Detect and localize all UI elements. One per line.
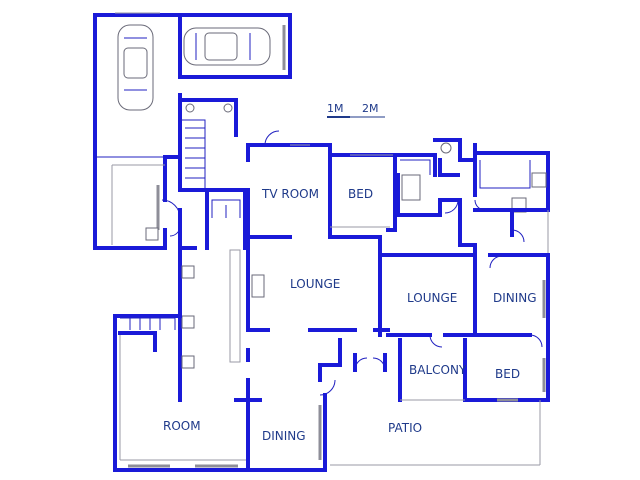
label-dining-main: DINING <box>262 429 306 443</box>
left-wing-walls <box>111 93 238 250</box>
car-icon <box>117 24 154 111</box>
tv-room-lounge-walls <box>246 130 390 396</box>
car-icon <box>183 27 271 66</box>
label-dining-2: DINING <box>493 291 537 305</box>
east-wing-walls <box>378 243 550 402</box>
label-tv-room: TV ROOM <box>261 187 319 201</box>
dining-walls <box>246 348 541 472</box>
label-bed-1: BED <box>348 187 373 201</box>
label-bed-2: BED <box>495 367 520 381</box>
label-room: ROOM <box>163 419 201 433</box>
garage <box>93 12 292 250</box>
room-walls <box>113 314 262 472</box>
kitchen-walls <box>458 143 550 260</box>
bed-1-walls <box>328 138 477 247</box>
scale-label-2m: 2M <box>362 102 379 115</box>
label-balcony: BALCONY <box>409 363 467 377</box>
room-labels: TV ROOM BED LOUNGE LOUNGE DINING BALCONY… <box>163 187 537 443</box>
label-lounge-main: LOUNGE <box>290 277 340 291</box>
label-patio: PATIO <box>388 421 422 435</box>
scale-label-1m: 1M <box>327 102 344 115</box>
scale-bar: 1M 2M <box>327 102 385 118</box>
label-lounge-2: LOUNGE <box>407 291 457 305</box>
balcony-bed-2-walls <box>353 338 550 402</box>
corridor-walls <box>178 188 250 402</box>
